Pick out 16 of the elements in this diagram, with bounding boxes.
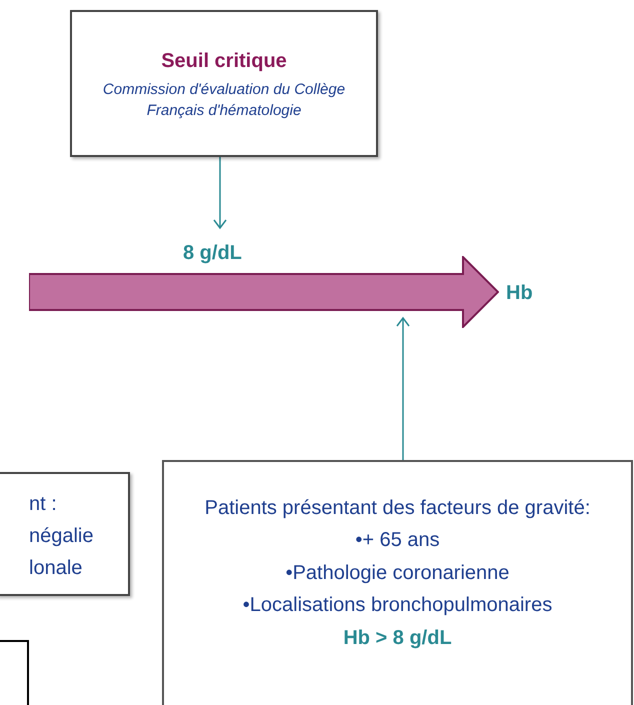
threshold-box (70, 10, 378, 157)
axis-label: Hb (506, 281, 533, 306)
risk-factors-box (162, 460, 633, 705)
box-heading: Seuil critique (161, 49, 287, 74)
empty-box (0, 640, 29, 705)
connector-arrow (396, 317, 410, 460)
box-text: nt : négalie lonale (29, 492, 95, 581)
box-heading: Patients présentant des facteurs de gravité: (204, 496, 592, 521)
threshold-note: Hb > 8 g/dL (343, 626, 452, 651)
cropped-text-box (0, 472, 130, 596)
threshold-value: 8 g/dL (183, 241, 242, 266)
connector-arrow (213, 157, 227, 229)
box-subtitle: Commission d'évaluation du Collège Français d'hématologie (102, 80, 346, 120)
bullet-item: •Pathologie coronarienne (286, 560, 510, 586)
bullet-item: •Localisations bronchopulmonaires (242, 593, 552, 618)
bullet-item: •+ 65 ans (355, 528, 440, 554)
